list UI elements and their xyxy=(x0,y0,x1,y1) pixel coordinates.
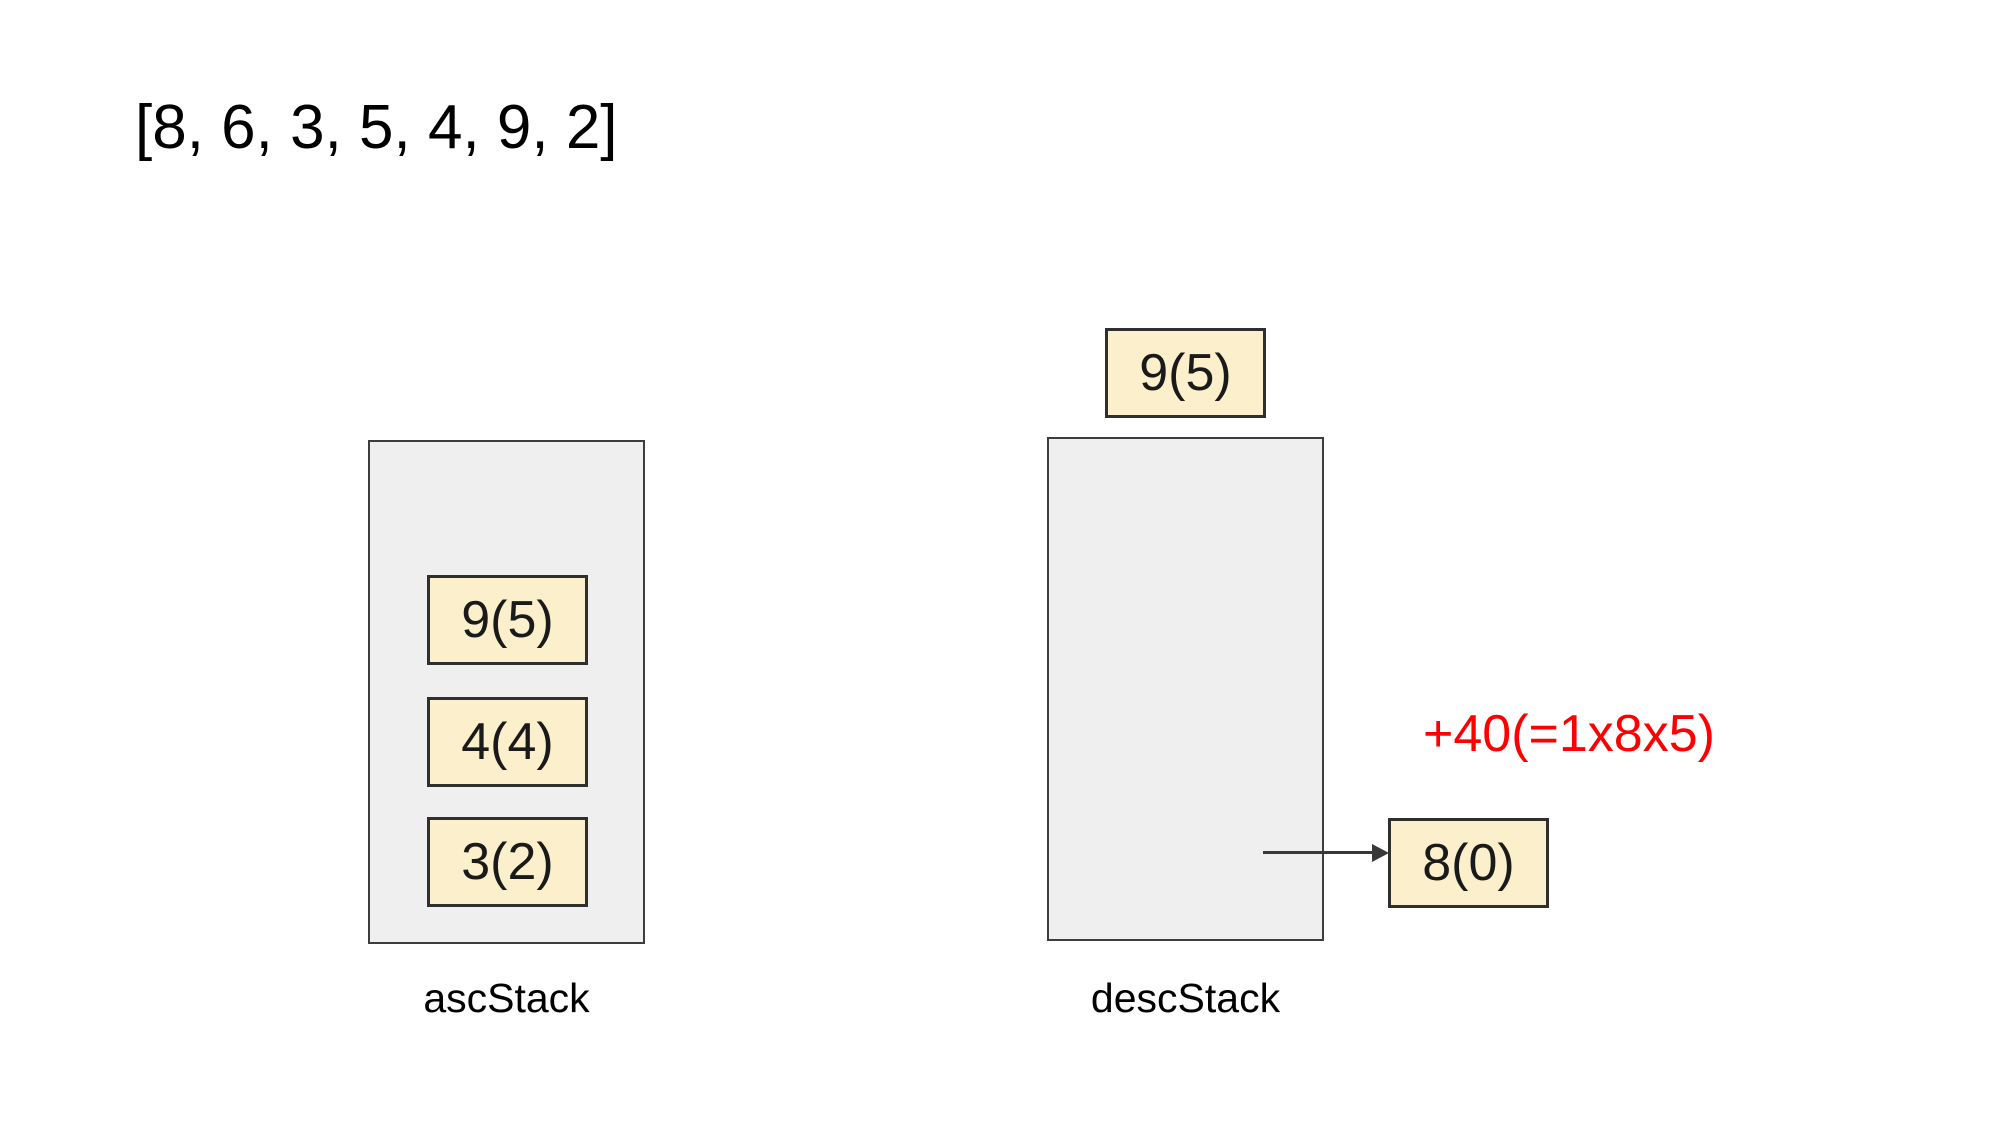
desc-stack-incoming-item: 9(5) xyxy=(1105,328,1266,418)
popped-item-label: 8(0) xyxy=(1422,834,1515,892)
asc-stack-item-top: 9(5) xyxy=(427,575,588,665)
desc-stack-label: descStack xyxy=(1090,975,1281,1021)
asc-stack-item-bottom-label: 3(2) xyxy=(461,833,554,891)
gain-annotation: +40(=1x8x5) xyxy=(1423,705,1715,763)
asc-stack-label: ascStack xyxy=(423,975,590,1021)
asc-stack-item-top-label: 9(5) xyxy=(461,591,554,649)
input-array-label: [8, 6, 3, 5, 4, 9, 2] xyxy=(135,93,618,162)
pop-arrow xyxy=(1263,851,1375,854)
desc-stack-incoming-item-label: 9(5) xyxy=(1139,344,1232,402)
pop-arrow-head-icon xyxy=(1372,844,1389,862)
asc-stack-item-bottom: 3(2) xyxy=(427,817,588,907)
asc-stack-item-middle: 4(4) xyxy=(427,697,588,787)
desc-stack-container xyxy=(1047,437,1324,941)
popped-item-box: 8(0) xyxy=(1388,818,1549,908)
asc-stack-item-middle-label: 4(4) xyxy=(461,713,554,771)
